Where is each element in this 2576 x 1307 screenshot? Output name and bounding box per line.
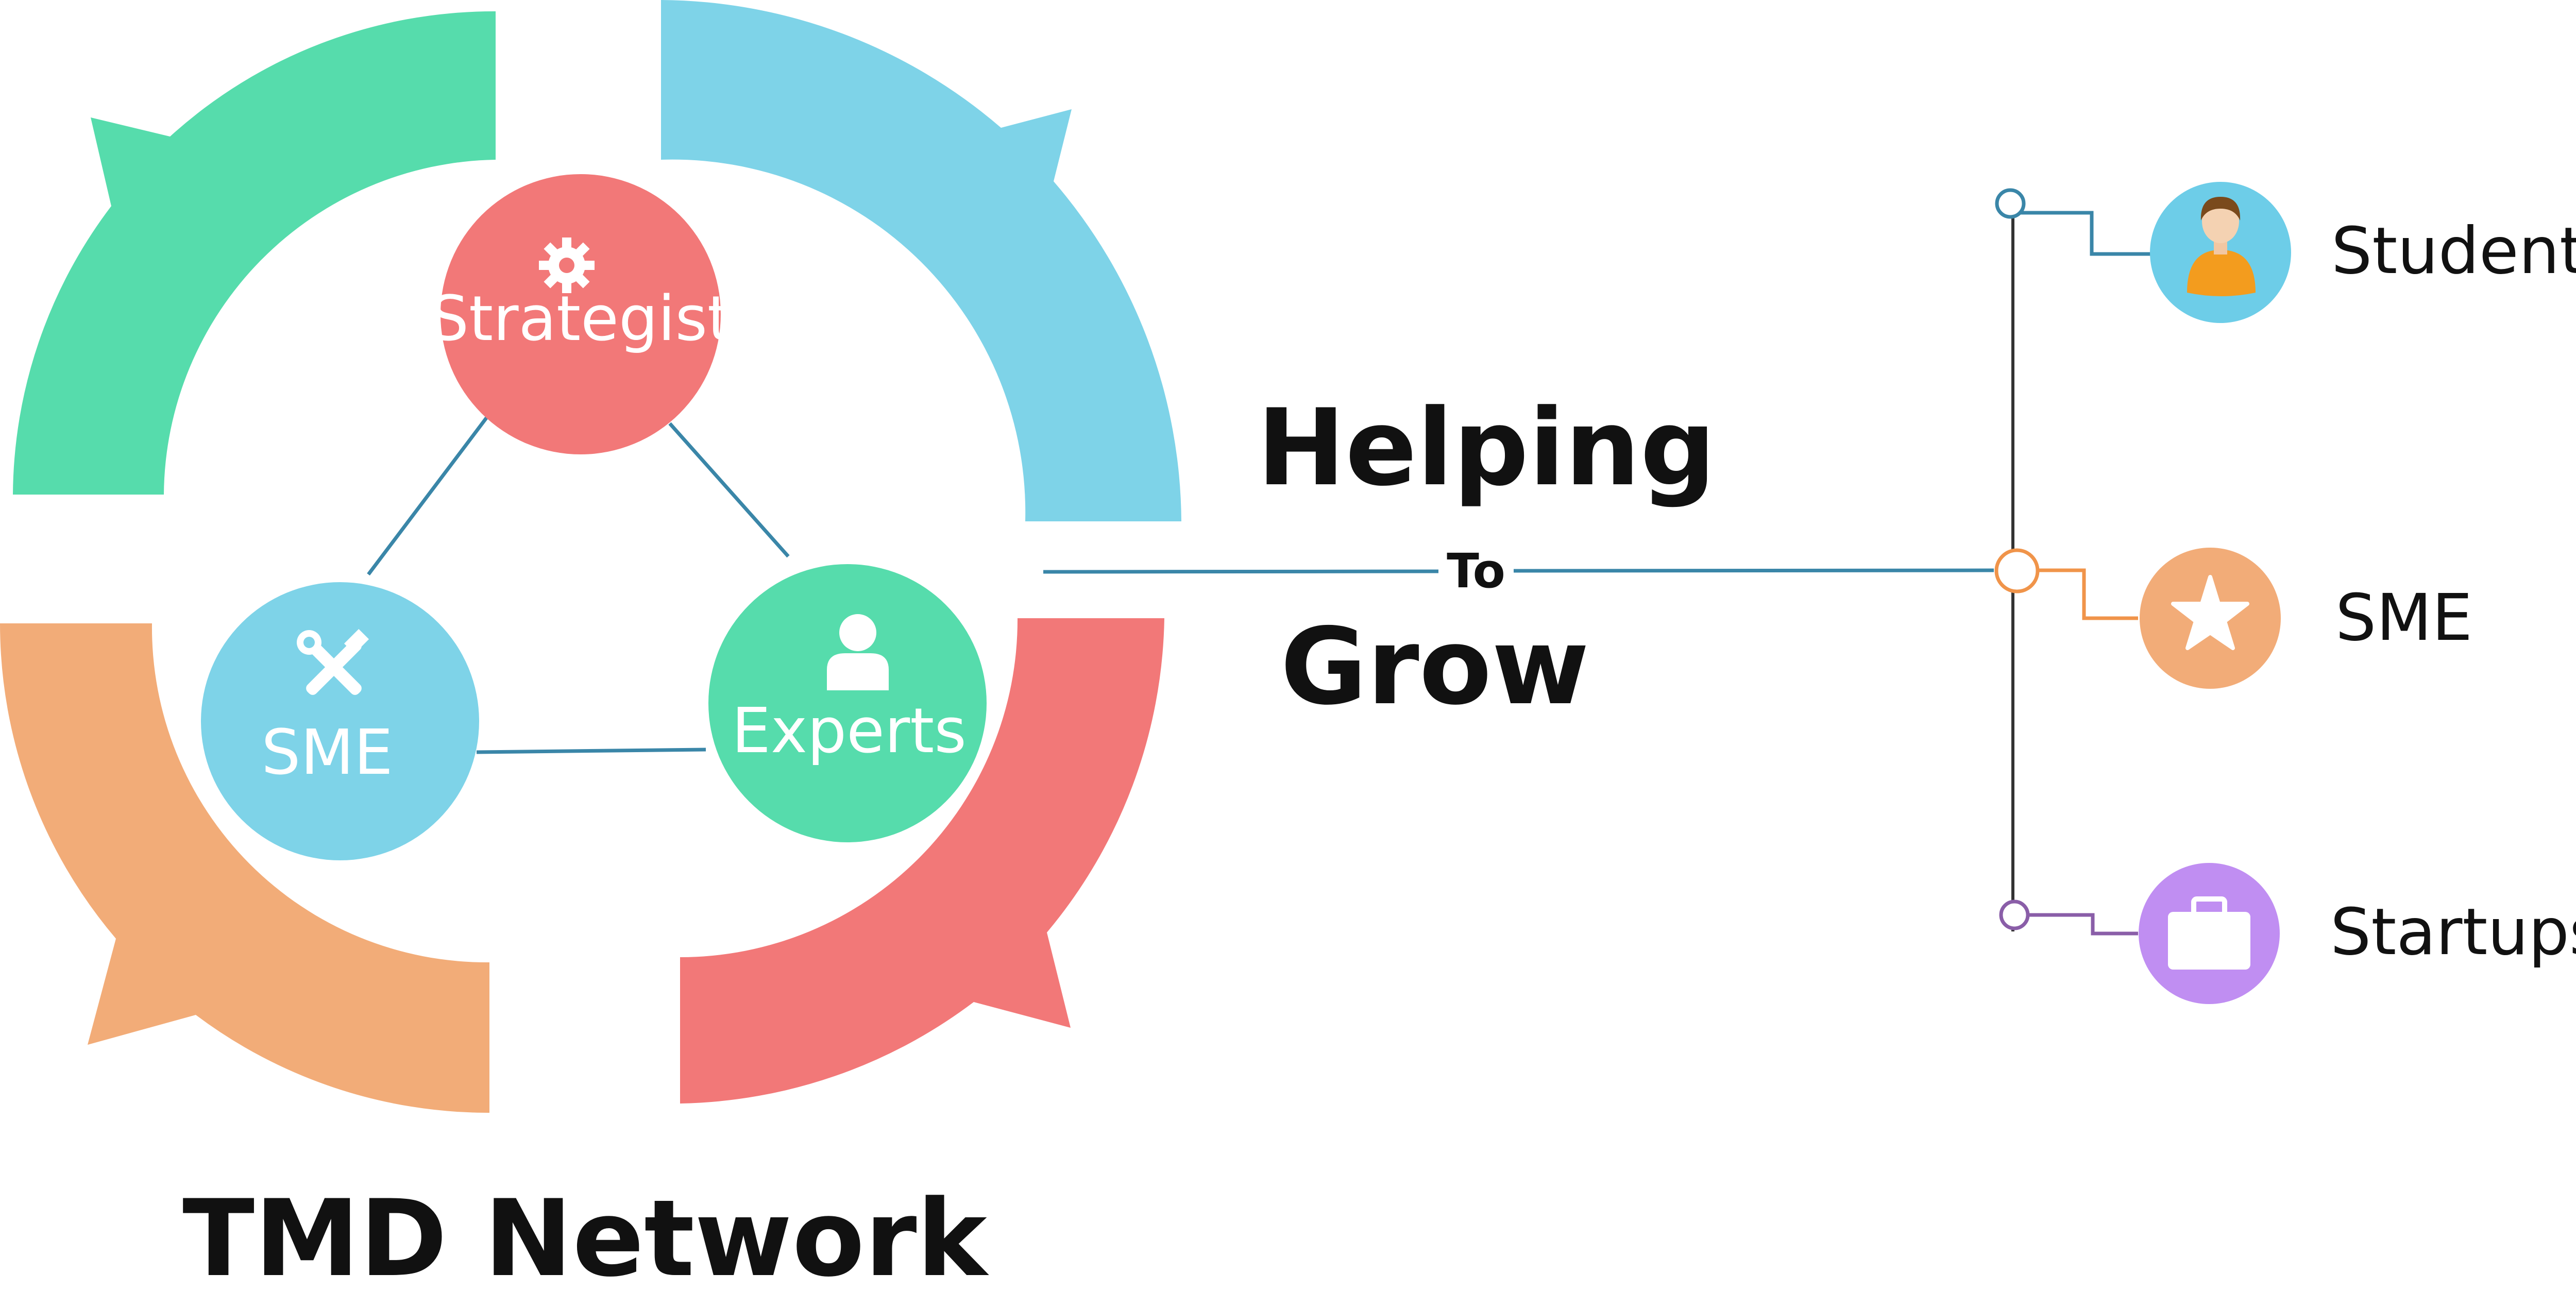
connector-strategist-sme [367, 416, 488, 576]
branch-startups-connector [2027, 913, 2138, 936]
cycle-arrow-bottom-right [680, 618, 1164, 1104]
node-strategist: Strategist [430, 174, 732, 454]
network-title: TMD Network [182, 1178, 989, 1300]
students-label: Students [2331, 214, 2576, 288]
message-line-grow: Grow [1280, 606, 1589, 728]
node-connectors [367, 416, 790, 754]
node-experts-label: Experts [732, 695, 967, 767]
tools-icon [297, 629, 369, 695]
connector-strategist-experts [668, 422, 790, 558]
cycle-ring [0, 0, 1181, 1113]
node-experts: Experts [708, 564, 987, 842]
branch-students-node [1995, 188, 2026, 219]
cycle-arrow-top-right [661, 0, 1181, 521]
message-line-helping: Helping [1257, 387, 1716, 510]
briefcase-icon [2168, 896, 2250, 970]
message-block: Helping To Grow [1257, 387, 1716, 728]
branch-startups-node [1999, 899, 2030, 930]
message-line-to: To [1447, 544, 1505, 599]
branch-startups [1999, 899, 2138, 936]
branch-sme-connector [2036, 568, 2138, 620]
node-experts-circle [708, 564, 987, 842]
node-strategist-circle [440, 174, 721, 454]
student-avatar-icon [2187, 197, 2256, 296]
node-strategist-label: Strategist [430, 283, 732, 355]
cycle-arrow-bottom-left [0, 623, 489, 1113]
main-connector-right [1513, 568, 1994, 573]
connector-sme-experts [476, 748, 706, 754]
startups-label: Startups [2330, 895, 2576, 970]
branch-students-connector [2021, 211, 2154, 256]
gear-icon [539, 237, 595, 293]
main-connector [1043, 568, 1994, 574]
audience-startups: Startups [2139, 863, 2576, 1004]
branch-students [1995, 188, 2154, 256]
node-sme-label: SME [261, 717, 393, 789]
star-icon [2171, 575, 2249, 650]
audience-tree [1994, 188, 2154, 936]
person-icon [827, 614, 889, 690]
node-sme: SME [201, 582, 479, 860]
sme-label: SME [2335, 581, 2472, 655]
cycle-arrow-top-left [13, 11, 496, 495]
node-sme-circle [201, 582, 479, 860]
branch-sme-node [1994, 548, 2040, 593]
main-connector-left [1043, 569, 1439, 574]
audience-students: Students [2150, 182, 2576, 323]
audience-sme: SME [2140, 548, 2472, 689]
branch-sme [1994, 548, 2138, 620]
